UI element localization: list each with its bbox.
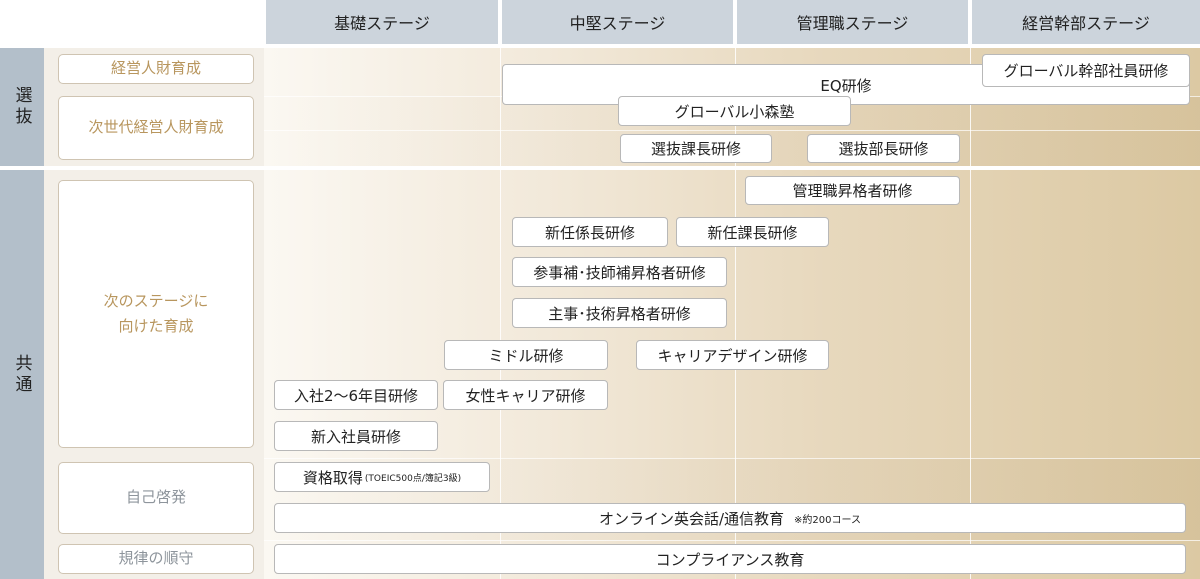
program-middle: ミドル研修	[444, 340, 608, 370]
program-new-section-chief: 新任課長研修	[676, 217, 829, 247]
program-select-department-head: 選抜部長研修	[807, 134, 960, 163]
row-label-compliance: 規律の順守	[58, 544, 254, 574]
program-qualification-note: (TOEIC500点/簿記3級)	[364, 473, 462, 484]
program-online-english: オンライン英会話/通信教育※約200コース	[274, 503, 1186, 533]
row-label-next-gen: 次世代経営人財育成	[58, 96, 254, 160]
program-years-2-6: 入社2～6年目研修	[274, 380, 438, 410]
program-manager-promotion: 管理職昇格者研修	[745, 176, 960, 205]
grid-hline-4	[264, 540, 1200, 541]
program-assistant-promotion: 参事補･技師補昇格者研修	[512, 257, 727, 287]
grid-vline-1	[500, 48, 501, 579]
grid-vline-3	[970, 48, 971, 579]
category-common-label: 共通	[11, 353, 32, 396]
program-chief-promotion: 主事･技術昇格者研修	[512, 298, 727, 328]
category-common: 共通	[0, 170, 44, 579]
grid-hline-2	[264, 130, 1200, 131]
grid-hline-3	[264, 458, 1200, 459]
program-global-komori: グローバル小森塾	[618, 96, 851, 126]
program-select-section-chief: 選抜課長研修	[620, 134, 772, 163]
stage-header-basic: 基礎ステージ	[266, 0, 498, 44]
row-label-self-development: 自己啓発	[58, 462, 254, 534]
program-women-career: 女性キャリア研修	[443, 380, 608, 410]
category-selection: 選抜	[0, 48, 44, 166]
program-new-employee: 新入社員研修	[274, 421, 438, 451]
category-selection-label: 選抜	[11, 86, 32, 128]
grid-vline-2	[735, 48, 736, 579]
row-label-management-talent: 経営人財育成	[58, 54, 254, 84]
program-career-design: キャリアデザイン研修	[636, 340, 829, 370]
stage-header-manager: 管理職ステージ	[737, 0, 968, 44]
program-compliance: コンプライアンス教育	[274, 544, 1186, 574]
stage-header-mid: 中堅ステージ	[502, 0, 733, 44]
program-qualification: 資格取得(TOEIC500点/簿記3級)	[274, 462, 490, 492]
stage-header-executive: 経営幹部ステージ	[972, 0, 1200, 44]
program-global-exec: グローバル幹部社員研修	[982, 54, 1190, 87]
program-online-note: ※約200コース	[794, 514, 862, 526]
row-label-next-stage: 次のステージに 向けた育成	[58, 180, 254, 448]
program-new-subsection-chief: 新任係長研修	[512, 217, 668, 247]
